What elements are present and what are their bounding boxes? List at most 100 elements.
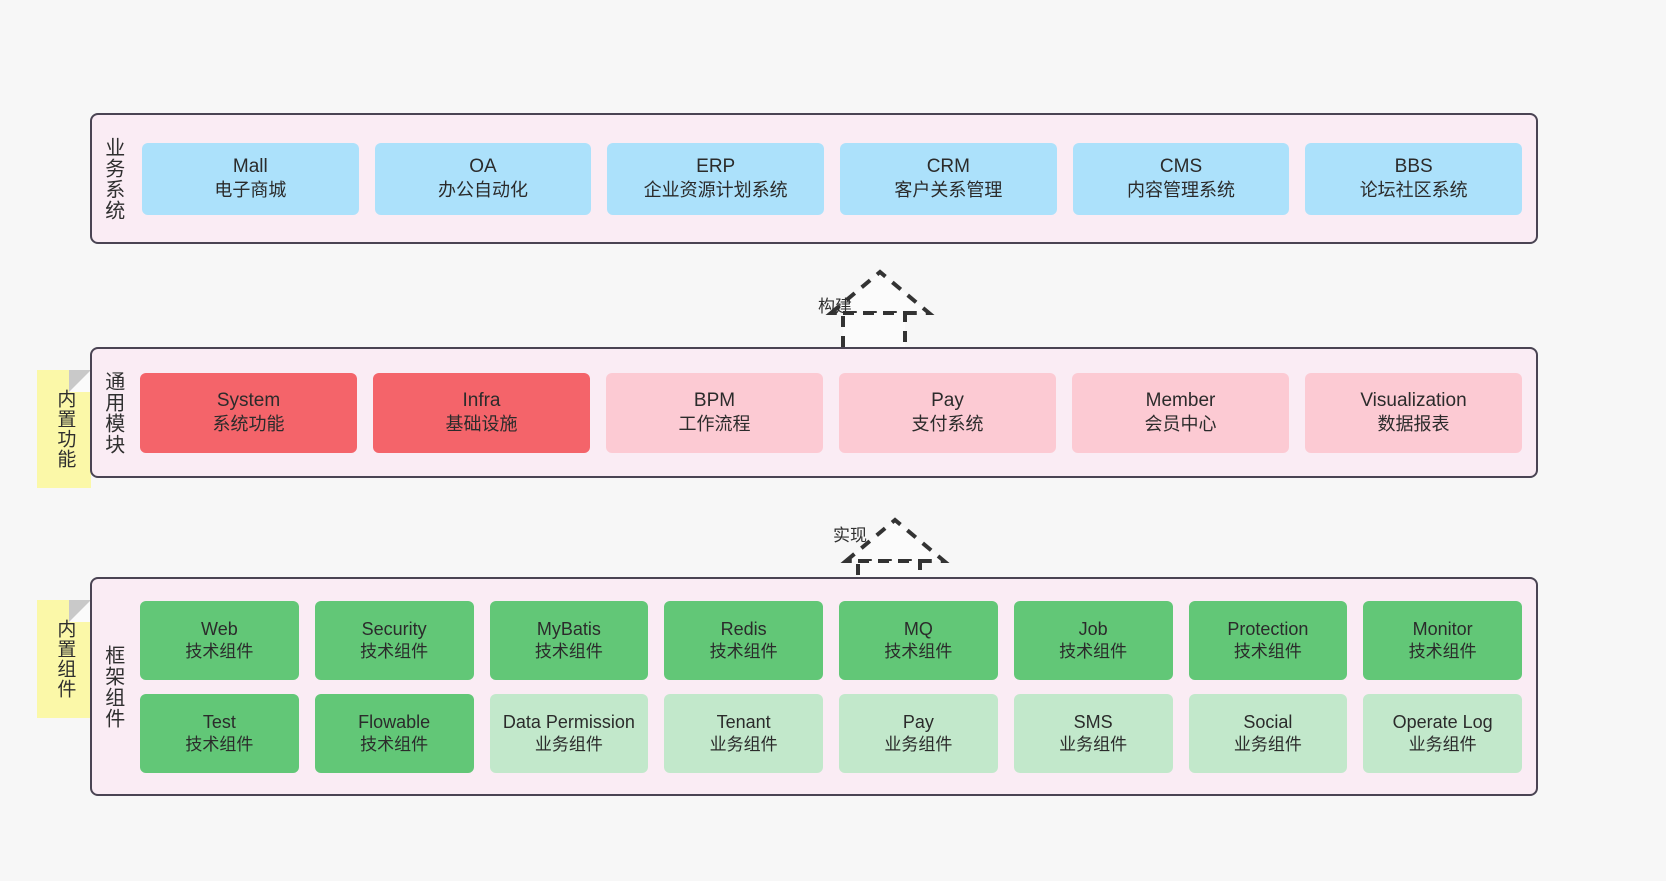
card-title-en: Visualization bbox=[1360, 389, 1467, 411]
card-title-en: CRM bbox=[926, 155, 970, 177]
card-title-en: Pay bbox=[902, 711, 934, 732]
card-title-en: Mall bbox=[232, 155, 268, 177]
card-title-cn: 工作流程 bbox=[678, 414, 751, 435]
card-title-cn: 业务组件 bbox=[709, 734, 778, 754]
card-pay-component[interactable]: Pay 业务组件 bbox=[839, 693, 998, 773]
layer-body-framework: Web 技术组件 Security 技术组件 MyBatis 技术组件 Redi… bbox=[132, 579, 1536, 794]
card-title-cn: 技术组件 bbox=[709, 641, 778, 661]
card-title-cn: 业务组件 bbox=[1408, 734, 1477, 754]
card-title-cn: 业务组件 bbox=[884, 734, 953, 754]
card-bbs[interactable]: BBS 论坛社区系统 bbox=[1305, 142, 1523, 215]
layer-title-module: 通用模块 bbox=[101, 370, 124, 455]
card-row: Test 技术组件 Flowable 技术组件 Data Permission … bbox=[140, 693, 1522, 773]
card-row: Mall 电子商城 OA 办公自动化 ERP 企业资源计划系统 CRM 客户关系… bbox=[142, 142, 1523, 215]
card-title-cn: 基础设施 bbox=[445, 414, 518, 435]
layer-framework-components: 框架组件 Web 技术组件 Security 技术组件 MyBatis 技术组件… bbox=[90, 577, 1538, 796]
card-flowable[interactable]: Flowable 技术组件 bbox=[314, 693, 474, 773]
card-title-cn: 技术组件 bbox=[1408, 641, 1477, 661]
card-title-cn: 业务组件 bbox=[1233, 734, 1302, 754]
card-title-cn: 电子商城 bbox=[214, 180, 287, 201]
card-title-en: Flowable bbox=[358, 711, 431, 732]
card-oa[interactable]: OA 办公自动化 bbox=[374, 142, 592, 215]
card-title-cn: 技术组件 bbox=[1233, 641, 1302, 661]
card-title-cn: 技术组件 bbox=[185, 734, 254, 754]
card-title-en: System bbox=[216, 389, 281, 411]
card-title-cn: 技术组件 bbox=[1059, 641, 1128, 661]
card-title-en: Web bbox=[201, 618, 238, 639]
card-crm[interactable]: CRM 客户关系管理 bbox=[840, 142, 1057, 215]
card-social[interactable]: Social 业务组件 bbox=[1188, 693, 1348, 773]
card-test[interactable]: Test 技术组件 bbox=[140, 693, 299, 773]
layer-body-business: Mall 电子商城 OA 办公自动化 ERP 企业资源计划系统 CRM 客户关系… bbox=[132, 115, 1536, 242]
card-row: Web 技术组件 Security 技术组件 MyBatis 技术组件 Redi… bbox=[140, 600, 1522, 680]
card-title-en: Infra bbox=[462, 389, 501, 411]
arrow-label-build: 构建 bbox=[818, 297, 852, 316]
card-data-permission[interactable]: Data Permission 业务组件 bbox=[489, 693, 649, 773]
card-title-en: Redis bbox=[720, 618, 767, 639]
card-security[interactable]: Security 技术组件 bbox=[314, 600, 474, 680]
card-infra[interactable]: Infra 基础设施 bbox=[373, 372, 590, 453]
card-title-en: Tenant bbox=[716, 711, 771, 732]
card-job[interactable]: Job 技术组件 bbox=[1013, 600, 1173, 680]
card-sms[interactable]: SMS 业务组件 bbox=[1013, 693, 1173, 773]
card-tenant[interactable]: Tenant 业务组件 bbox=[664, 693, 823, 773]
card-protection[interactable]: Protection 技术组件 bbox=[1188, 600, 1348, 680]
card-title-cn: 技术组件 bbox=[534, 641, 603, 661]
card-title-cn: 技术组件 bbox=[360, 734, 429, 754]
layer-title-business: 业务系统 bbox=[101, 136, 124, 221]
card-redis[interactable]: Redis 技术组件 bbox=[664, 600, 823, 680]
card-title-cn: 会员中心 bbox=[1144, 414, 1217, 435]
card-title-en: Security bbox=[361, 618, 427, 639]
card-title-en: BPM bbox=[693, 389, 736, 411]
card-title-en: OA bbox=[469, 155, 497, 177]
card-title-cn: 技术组件 bbox=[884, 641, 953, 661]
note-builtin-features: 内置功能 bbox=[37, 370, 91, 488]
note-label: 内置组件 bbox=[54, 619, 76, 699]
card-title-en: Job bbox=[1078, 618, 1108, 639]
card-title-cn: 内容管理系统 bbox=[1127, 180, 1236, 201]
card-title-en: Social bbox=[1243, 711, 1293, 732]
card-title-en: Pay bbox=[931, 389, 964, 411]
card-operate-log[interactable]: Operate Log 业务组件 bbox=[1363, 693, 1522, 773]
card-title-cn: 业务组件 bbox=[534, 734, 603, 754]
card-title-cn: 技术组件 bbox=[185, 641, 254, 661]
card-title-cn: 企业资源计划系统 bbox=[643, 180, 788, 201]
card-mq[interactable]: MQ 技术组件 bbox=[839, 600, 998, 680]
card-title-cn: 支付系统 bbox=[911, 414, 984, 435]
card-title-en: Data Permission bbox=[502, 711, 635, 732]
card-pay-module[interactable]: Pay 支付系统 bbox=[839, 372, 1056, 453]
card-title-cn: 办公自动化 bbox=[438, 180, 528, 201]
card-system[interactable]: System 系统功能 bbox=[140, 372, 357, 453]
card-title-cn: 论坛社区系统 bbox=[1359, 180, 1468, 201]
card-mall[interactable]: Mall 电子商城 bbox=[142, 142, 359, 215]
card-title-en: MQ bbox=[903, 618, 933, 639]
layer-title-framework: 框架组件 bbox=[101, 644, 124, 729]
card-mybatis[interactable]: MyBatis 技术组件 bbox=[489, 600, 649, 680]
card-visualization[interactable]: Visualization 数据报表 bbox=[1305, 372, 1522, 453]
layer-body-module: System 系统功能 Infra 基础设施 BPM 工作流程 Pay 支付系统… bbox=[132, 349, 1536, 476]
card-bpm[interactable]: BPM 工作流程 bbox=[606, 372, 823, 453]
card-title-en: CMS bbox=[1159, 155, 1203, 177]
card-title-cn: 客户关系管理 bbox=[894, 180, 1003, 201]
card-title-cn: 技术组件 bbox=[360, 641, 429, 661]
arrow-label-implement: 实现 bbox=[833, 526, 867, 545]
card-cms[interactable]: CMS 内容管理系统 bbox=[1072, 142, 1290, 215]
card-monitor[interactable]: Monitor 技术组件 bbox=[1363, 600, 1522, 680]
note-label: 内置功能 bbox=[54, 389, 76, 469]
card-row: System 系统功能 Infra 基础设施 BPM 工作流程 Pay 支付系统… bbox=[140, 372, 1522, 453]
card-title-en: Monitor bbox=[1412, 618, 1473, 639]
card-title-en: ERP bbox=[696, 155, 736, 177]
card-title-cn: 业务组件 bbox=[1059, 734, 1128, 754]
layer-business-systems: 业务系统 Mall 电子商城 OA 办公自动化 ERP 企业资源计划系统 CRM… bbox=[90, 113, 1538, 244]
card-title-en: Member bbox=[1145, 389, 1216, 411]
card-title-en: MyBatis bbox=[536, 618, 601, 639]
card-erp[interactable]: ERP 企业资源计划系统 bbox=[607, 142, 825, 215]
card-member[interactable]: Member 会员中心 bbox=[1072, 372, 1289, 453]
card-title-en: Protection bbox=[1227, 618, 1309, 639]
note-builtin-components: 内置组件 bbox=[37, 600, 91, 718]
card-web[interactable]: Web 技术组件 bbox=[140, 600, 299, 680]
card-title-cn: 系统功能 bbox=[212, 414, 285, 435]
card-title-en: SMS bbox=[1073, 711, 1113, 732]
card-title-en: BBS bbox=[1394, 155, 1433, 177]
